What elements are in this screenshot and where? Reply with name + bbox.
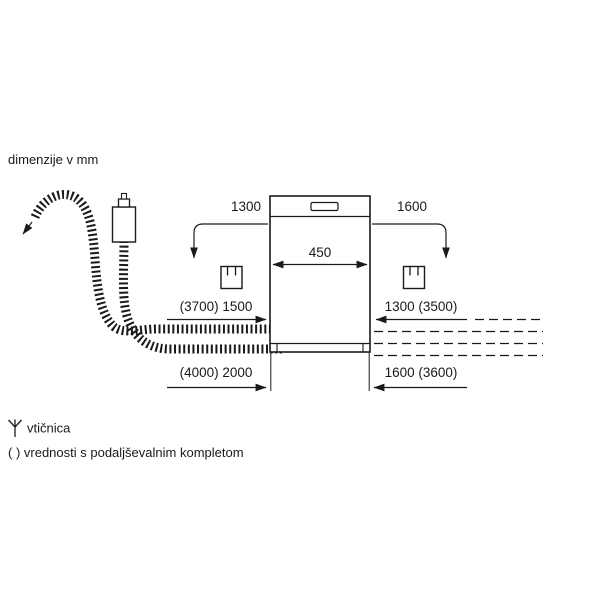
socket-outlet-icon-left — [220, 265, 243, 290]
dim-middle-left: (3700) 1500 — [167, 299, 267, 324]
dim-width-label: 450 — [309, 245, 332, 260]
inlet-hose — [118, 240, 282, 354]
extension-lines — [270, 352, 370, 391]
valve-cap — [117, 198, 131, 208]
drain-hose-end-arrow-icon — [22, 221, 33, 235]
valve-body — [111, 206, 137, 243]
dim-top-right-label: 1600 — [397, 199, 427, 214]
diagram-title: dimenzije v mm — [8, 152, 98, 167]
dim-middle-left-label: (3700) 1500 — [180, 299, 253, 314]
socket-box — [402, 265, 426, 290]
dim-width: 450 — [272, 245, 368, 269]
dim-bottom-right: 1600 (3600) — [373, 365, 467, 392]
dim-middle-right-label: 1300 (3500) — [385, 299, 458, 314]
dishwasher-outline — [269, 195, 371, 353]
legend-note: ( ) vrednosti s podaljševalnim kompletom — [8, 445, 244, 460]
dishwasher-body — [269, 195, 371, 353]
dim-top-right-arrow — [372, 223, 450, 259]
valve-nipple — [120, 192, 128, 200]
dim-top-left: 1300 — [190, 199, 268, 290]
dim-middle-right: 1300 (3500) — [375, 299, 467, 324]
legend-socket-label: vtičnica — [27, 421, 71, 436]
dim-bottom-right-label: 1600 (3600) — [385, 365, 458, 380]
extended-hose-dashes — [374, 318, 543, 357]
dim-bottom-left: (4000) 2000 — [167, 365, 267, 392]
legend: vtičnica ( ) vrednosti s podaljševalnim … — [8, 419, 244, 460]
socket-outlet-icon-right — [402, 265, 426, 290]
aquastop-valve-icon — [111, 192, 137, 243]
inlet-hose-tube — [118, 240, 282, 354]
dim-top-right: 1600 — [372, 199, 450, 290]
dim-top-left-arrow — [190, 223, 268, 259]
plug-fork-icon — [8, 419, 22, 437]
control-panel-icon — [310, 201, 339, 212]
drain-hose — [22, 190, 282, 336]
dim-top-left-label: 1300 — [231, 199, 261, 214]
socket-box — [220, 265, 243, 290]
dim-bottom-left-label: (4000) 2000 — [180, 365, 253, 380]
